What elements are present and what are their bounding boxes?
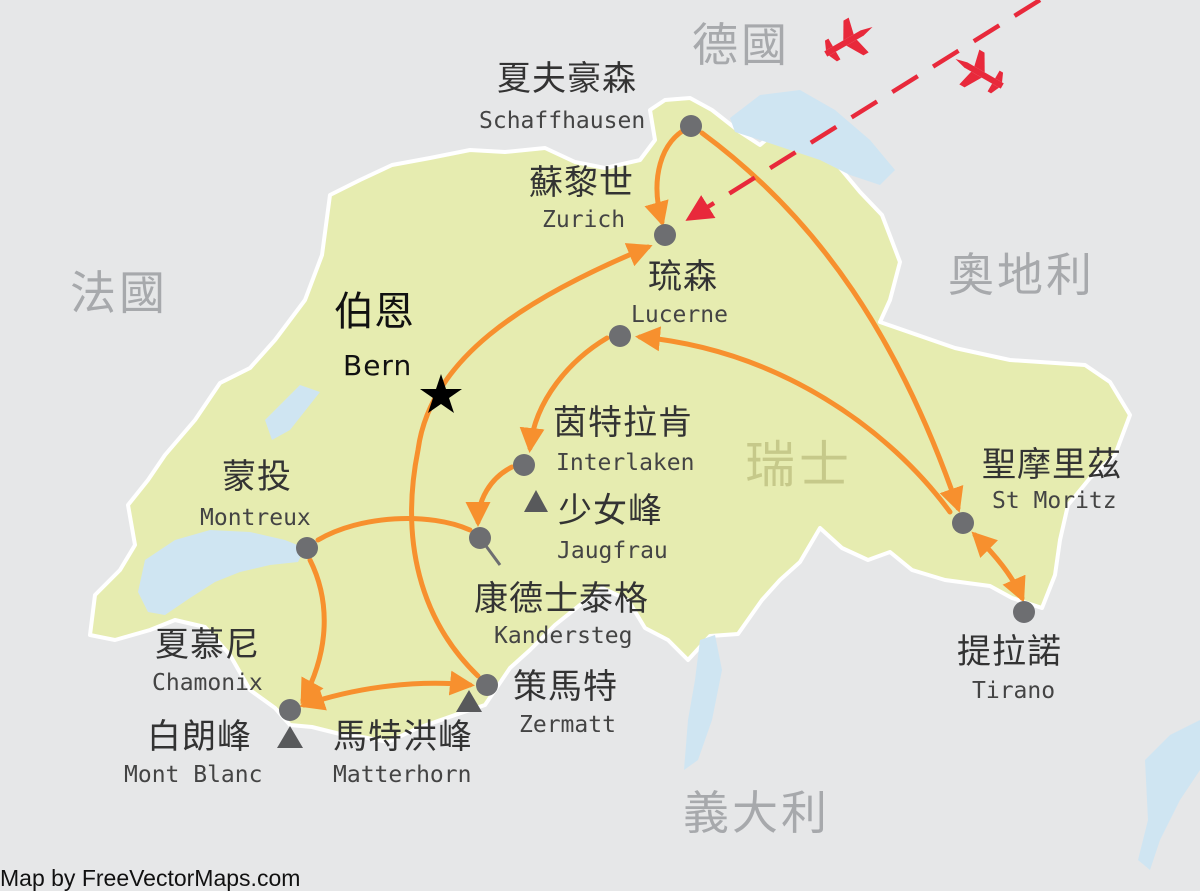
- peak-triangle-icon: [524, 490, 548, 512]
- switzerland-land: [88, 96, 1132, 744]
- flight-route: [685, 0, 1042, 221]
- peak-label-montblanc-zh: 白朗峰: [147, 717, 252, 757]
- route-zurich-zermatt: [409, 243, 653, 679]
- country-label-italy: 義大利: [683, 786, 830, 840]
- city-dot-icon: [1013, 601, 1035, 623]
- city-label-lucerne-en: Lucerne: [631, 302, 728, 328]
- city-label-montreux-zh: 蒙投: [222, 457, 292, 497]
- city-label-zurich-zh: 蘇黎世: [529, 163, 634, 203]
- route-chamonix-zermatt: [299, 670, 475, 711]
- city-label-tirano-zh: 提拉諾: [957, 632, 1062, 672]
- country-label-germany: 德國: [692, 18, 790, 72]
- route-montreux-kandersteg: [315, 516, 473, 543]
- peak-label-matterhorn-en: Matterhorn: [333, 762, 472, 788]
- map-credit: Map by FreeVectorMaps.com: [0, 865, 301, 891]
- lake-maggiore: [684, 635, 722, 770]
- city-dot-icon: [476, 674, 498, 696]
- city-dot-icon: [513, 454, 535, 476]
- peak-triangle-icon: [456, 690, 482, 712]
- lake-constance: [730, 90, 895, 185]
- country-label-austria: 奧地利: [948, 248, 1095, 302]
- peak-label-jungfrau-zh: 少女峰: [558, 491, 663, 531]
- city-label-schaffhausen-zh: 夏夫豪森: [497, 59, 637, 99]
- city-label-kandersteg-en: Kandersteg: [494, 623, 633, 649]
- city-dot-icon: [654, 224, 676, 246]
- city-dot-icon: [296, 537, 318, 559]
- city-label-kandersteg-zh: 康德士泰格: [474, 579, 649, 619]
- city-dot-icon: [609, 325, 631, 347]
- city-dot-icon: [279, 699, 301, 721]
- kandersteg-pointer: [484, 545, 502, 566]
- capital-star-icon: [420, 374, 462, 413]
- city-label-chamonix-en: Chamonix: [152, 670, 263, 696]
- lake-geneva: [138, 530, 305, 615]
- lake-como: [1138, 720, 1200, 870]
- city-label-lucerne-zh: 琉森: [648, 257, 718, 297]
- route-schaffhausen-stmoritz: [699, 130, 964, 513]
- city-dot-icon: [469, 527, 491, 549]
- city-label-zermatt-zh: 策馬特: [513, 667, 618, 707]
- city-label-tirano-en: Tirano: [972, 678, 1056, 704]
- city-label-zurich-en: Zurich: [542, 207, 626, 233]
- capital-label-en: Bern: [343, 349, 413, 382]
- city-label-interlaken-zh: 茵特拉肯: [553, 403, 693, 443]
- city-label-montreux-en: Montreux: [200, 505, 311, 531]
- city-dot-icon: [680, 115, 702, 137]
- route-lucerne-interlaken: [519, 335, 610, 453]
- route-stmoritz-tirano: [971, 531, 1026, 603]
- peak-label-montblanc-en: Mont Blanc: [124, 762, 263, 788]
- city-label-zermatt-en: Zermatt: [519, 712, 616, 738]
- route-schaffhausen-zurich: [644, 124, 693, 227]
- city-label-stmoritz-zh: 聖摩里茲: [982, 445, 1122, 485]
- peak-label-matterhorn-zh: 馬特洪峰: [333, 717, 473, 757]
- city-label-schaffhausen-en: Schaffhausen: [479, 108, 646, 134]
- city-dot-icon: [952, 512, 974, 534]
- peak-label-jungfrau-en: Jaugfrau: [557, 538, 668, 564]
- city-label-chamonix-zh: 夏慕尼: [155, 625, 260, 665]
- country-label-france: 法國: [70, 266, 168, 320]
- city-label-interlaken-en: Interlaken: [556, 450, 695, 476]
- airplane-icon: [824, 17, 873, 62]
- route-interlaken-kandersteg: [465, 464, 515, 527]
- capital-label-zh: 伯恩: [334, 289, 414, 335]
- lake-neuchatel: [265, 385, 320, 440]
- airplane-icon: [955, 49, 1004, 94]
- city-label-stmoritz-en: St Moritz: [992, 488, 1117, 514]
- country-label-switzerland: 瑞士: [745, 436, 853, 494]
- peak-triangle-icon: [277, 726, 303, 748]
- route-lucerne-stmoritz: [635, 326, 953, 515]
